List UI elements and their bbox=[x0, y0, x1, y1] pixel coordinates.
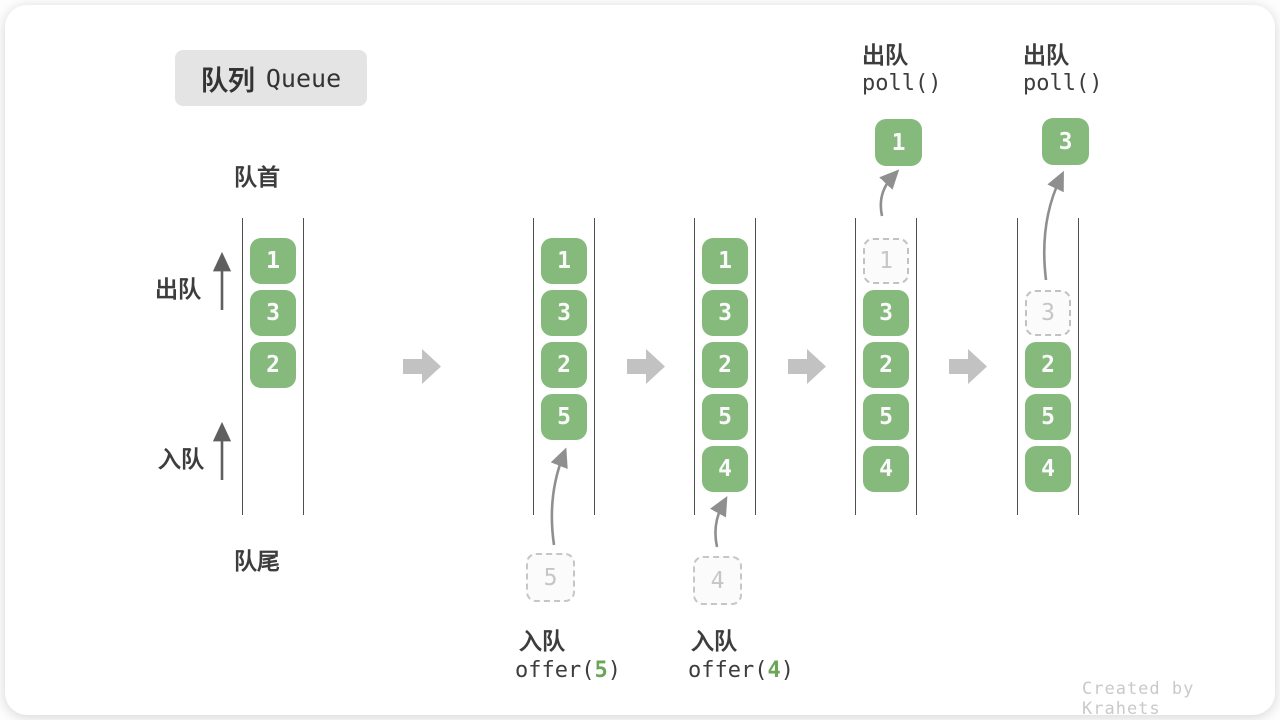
queue-item: 4 bbox=[863, 446, 909, 492]
queue-item-removed: 1 bbox=[863, 238, 909, 284]
queue-item: 5 bbox=[702, 394, 748, 440]
queue-item: 2 bbox=[250, 342, 296, 388]
queue-state-1: 1 3 2 bbox=[242, 218, 304, 515]
queue-item: 2 bbox=[863, 342, 909, 388]
block-arrow-4 bbox=[949, 349, 987, 384]
title-zh: 队列 bbox=[200, 65, 255, 96]
popped-item-1: 1 bbox=[875, 119, 922, 166]
queue-item: 1 bbox=[541, 238, 587, 284]
credit-text: Created by Krahets bbox=[1082, 679, 1195, 719]
popped-item-3: 3 bbox=[1042, 118, 1089, 165]
poll1-arrow bbox=[879, 169, 900, 217]
label-queue-front: 队首 bbox=[234, 164, 280, 190]
label-enqueue-side: 入队 bbox=[158, 446, 204, 472]
queue-item: 5 bbox=[541, 394, 587, 440]
label-queue-rear: 队尾 bbox=[234, 548, 280, 574]
queue-item: 2 bbox=[541, 342, 587, 388]
queue-item: 3 bbox=[541, 290, 587, 336]
queue-item: 4 bbox=[1025, 446, 1071, 492]
block-arrow-2 bbox=[627, 349, 665, 384]
block-arrow-3 bbox=[788, 349, 826, 384]
queue-item: 2 bbox=[1025, 342, 1071, 388]
enqueue5-label: 入队 bbox=[519, 628, 565, 654]
code-post: ) bbox=[607, 658, 621, 683]
queue-item: 1 bbox=[250, 238, 296, 284]
queue-item: 4 bbox=[702, 446, 748, 492]
queue-state-2: 1 3 2 5 bbox=[533, 218, 595, 515]
poll2-label: 出队 bbox=[1023, 42, 1069, 68]
queue-state-5: 3 2 5 4 bbox=[1017, 218, 1079, 515]
code-pre: offer( bbox=[688, 658, 768, 683]
poll1-label: 出队 bbox=[862, 42, 908, 68]
queue-item: 1 bbox=[702, 238, 748, 284]
queue-item: 3 bbox=[863, 290, 909, 336]
block-arrow-1 bbox=[403, 349, 441, 384]
enqueue4-label: 入队 bbox=[691, 628, 737, 654]
queue-item: 3 bbox=[250, 290, 296, 336]
queue-item-removed: 3 bbox=[1025, 290, 1071, 336]
diagram-card: 队列 Queue 队首 队尾 出队 入队 bbox=[5, 5, 1275, 719]
code-post: ) bbox=[780, 658, 794, 683]
code-arg: 4 bbox=[767, 658, 781, 683]
queue-state-4: 1 3 2 5 4 bbox=[855, 218, 917, 515]
enqueue5-code: offer(5) bbox=[515, 658, 621, 683]
title-badge: 队列 Queue bbox=[175, 50, 367, 106]
queue-state-3: 1 3 2 5 4 bbox=[694, 218, 756, 515]
code-arg: 5 bbox=[594, 658, 608, 683]
staged-item-5: 5 bbox=[526, 553, 575, 602]
enqueue4-code: offer(4) bbox=[688, 658, 794, 683]
staged-item-4: 4 bbox=[693, 556, 742, 605]
code-pre: offer( bbox=[515, 658, 595, 683]
label-dequeue-side: 出队 bbox=[155, 276, 201, 302]
title-en: Queue bbox=[265, 63, 342, 93]
poll2-code: poll() bbox=[1023, 71, 1103, 96]
queue-item: 5 bbox=[1025, 394, 1071, 440]
queue-item: 5 bbox=[863, 394, 909, 440]
queue-item: 3 bbox=[702, 290, 748, 336]
arrows-layer bbox=[212, 169, 1064, 548]
queue-item: 2 bbox=[702, 342, 748, 388]
poll1-code: poll() bbox=[862, 71, 942, 96]
